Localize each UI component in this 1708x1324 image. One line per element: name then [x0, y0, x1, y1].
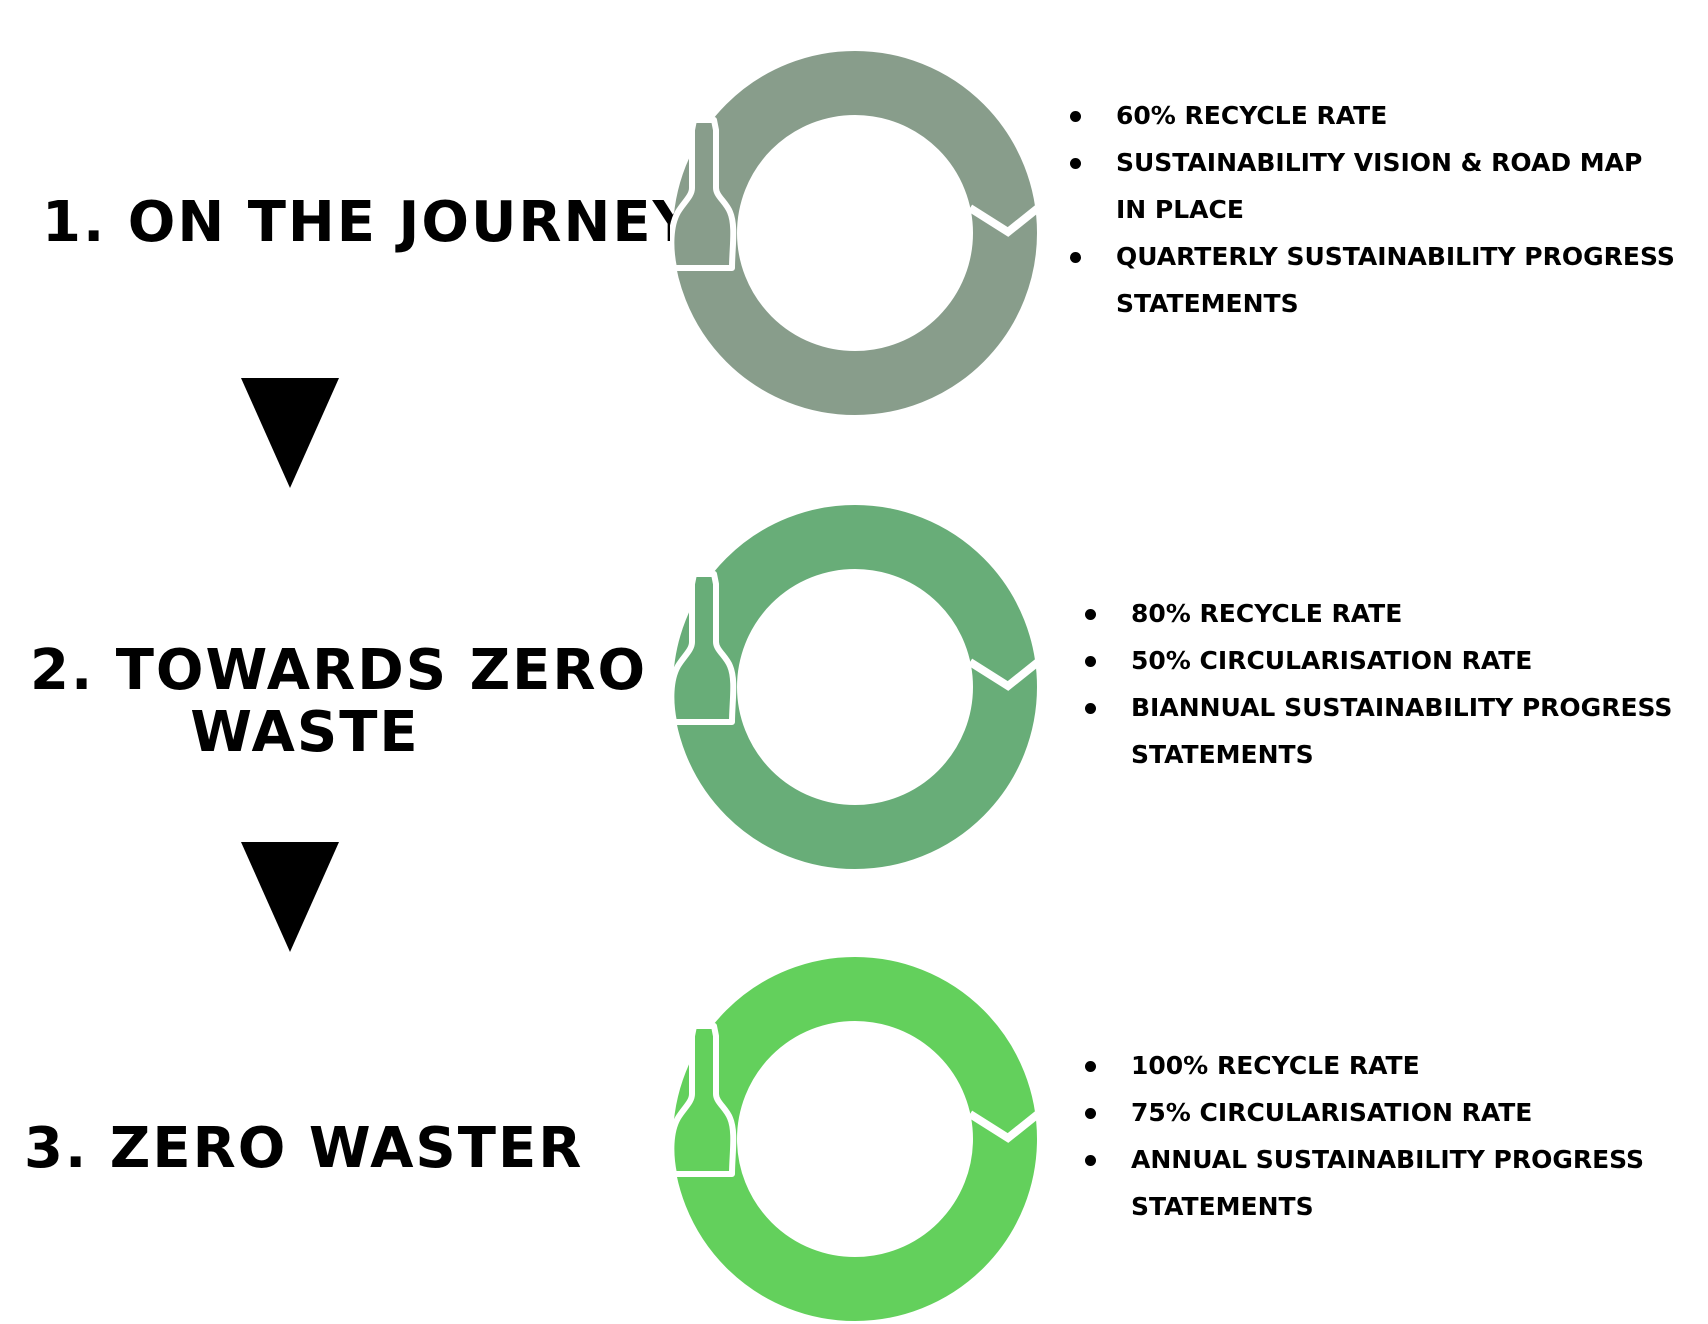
down-triangle-arrow-icon — [241, 842, 339, 952]
bottle-icon — [670, 1023, 737, 1177]
list-item: 75% CIRCULARISATION RATE — [1083, 1089, 1658, 1136]
bottle-icon — [670, 117, 737, 271]
bullet-dot-icon — [1085, 1061, 1096, 1072]
stage-1-title-text: 1. ON THE JOURNEY — [42, 190, 696, 255]
ring-notch — [967, 1110, 1040, 1143]
bottle-recycle-ring-icon — [670, 505, 1040, 869]
bullet-dot-icon — [1070, 111, 1081, 122]
list-item: SUSTAINABILITY VISION & ROAD MAP IN PLAC… — [1068, 139, 1678, 233]
stage-1-bullet-list: 60% RECYCLE RATE SUSTAINABILITY VISION &… — [1068, 92, 1678, 327]
stage-2-ring — [670, 502, 1040, 872]
stage-3-ring — [670, 954, 1040, 1324]
stage-2-title: 2. TOWARDS ZERO WASTE — [30, 638, 648, 765]
list-item: ANNUAL SUSTAINABILITY PROGRESS STATEMENT… — [1083, 1136, 1658, 1230]
bullet-dot-icon — [1070, 158, 1081, 169]
bullet-dot-icon — [1070, 252, 1081, 263]
bullet-dot-icon — [1085, 703, 1096, 714]
stage-2-bullet-list: 80% RECYCLE RATE 50% CIRCULARISATION RAT… — [1083, 590, 1683, 778]
bullet-dot-icon — [1085, 656, 1096, 667]
ring-band — [673, 957, 1037, 1321]
ring-band — [673, 505, 1037, 869]
bullet-dot-icon — [1085, 1108, 1096, 1119]
stage-1-ring — [670, 48, 1040, 418]
bullet-dot-icon — [1085, 1155, 1096, 1166]
list-item: 100% RECYCLE RATE — [1083, 1042, 1658, 1089]
list-item: 60% RECYCLE RATE — [1068, 92, 1678, 139]
bottle-icon — [670, 571, 737, 725]
ring-band — [673, 51, 1037, 415]
list-item: 80% RECYCLE RATE — [1083, 590, 1683, 637]
down-triangle-arrow-icon — [241, 378, 339, 488]
ring-notch — [967, 204, 1040, 237]
list-item: QUARTERLY SUSTAINABILITY PROGRESS STATEM… — [1068, 233, 1678, 327]
stage-1-title: 1. ON THE JOURNEY — [42, 192, 695, 254]
stage-3-bullet-list: 100% RECYCLE RATE 75% CIRCULARISATION RA… — [1083, 1042, 1658, 1230]
stage-3-title: 3. ZERO WASTER — [24, 1118, 583, 1180]
stage-2-title-line1: 2. TOWARDS ZERO — [30, 638, 648, 703]
bottle-recycle-ring-icon — [670, 957, 1040, 1321]
bullet-dot-icon — [1085, 609, 1096, 620]
stage-3-title-text: 3. ZERO WASTER — [24, 1116, 584, 1181]
stage-2-title-line2: WASTE — [190, 700, 420, 765]
bottle-recycle-ring-icon — [670, 51, 1040, 415]
list-item: 50% CIRCULARISATION RATE — [1083, 637, 1683, 684]
ring-notch — [967, 658, 1040, 691]
list-item: BIANNUAL SUSTAINABILITY PROGRESS STATEME… — [1083, 684, 1683, 778]
